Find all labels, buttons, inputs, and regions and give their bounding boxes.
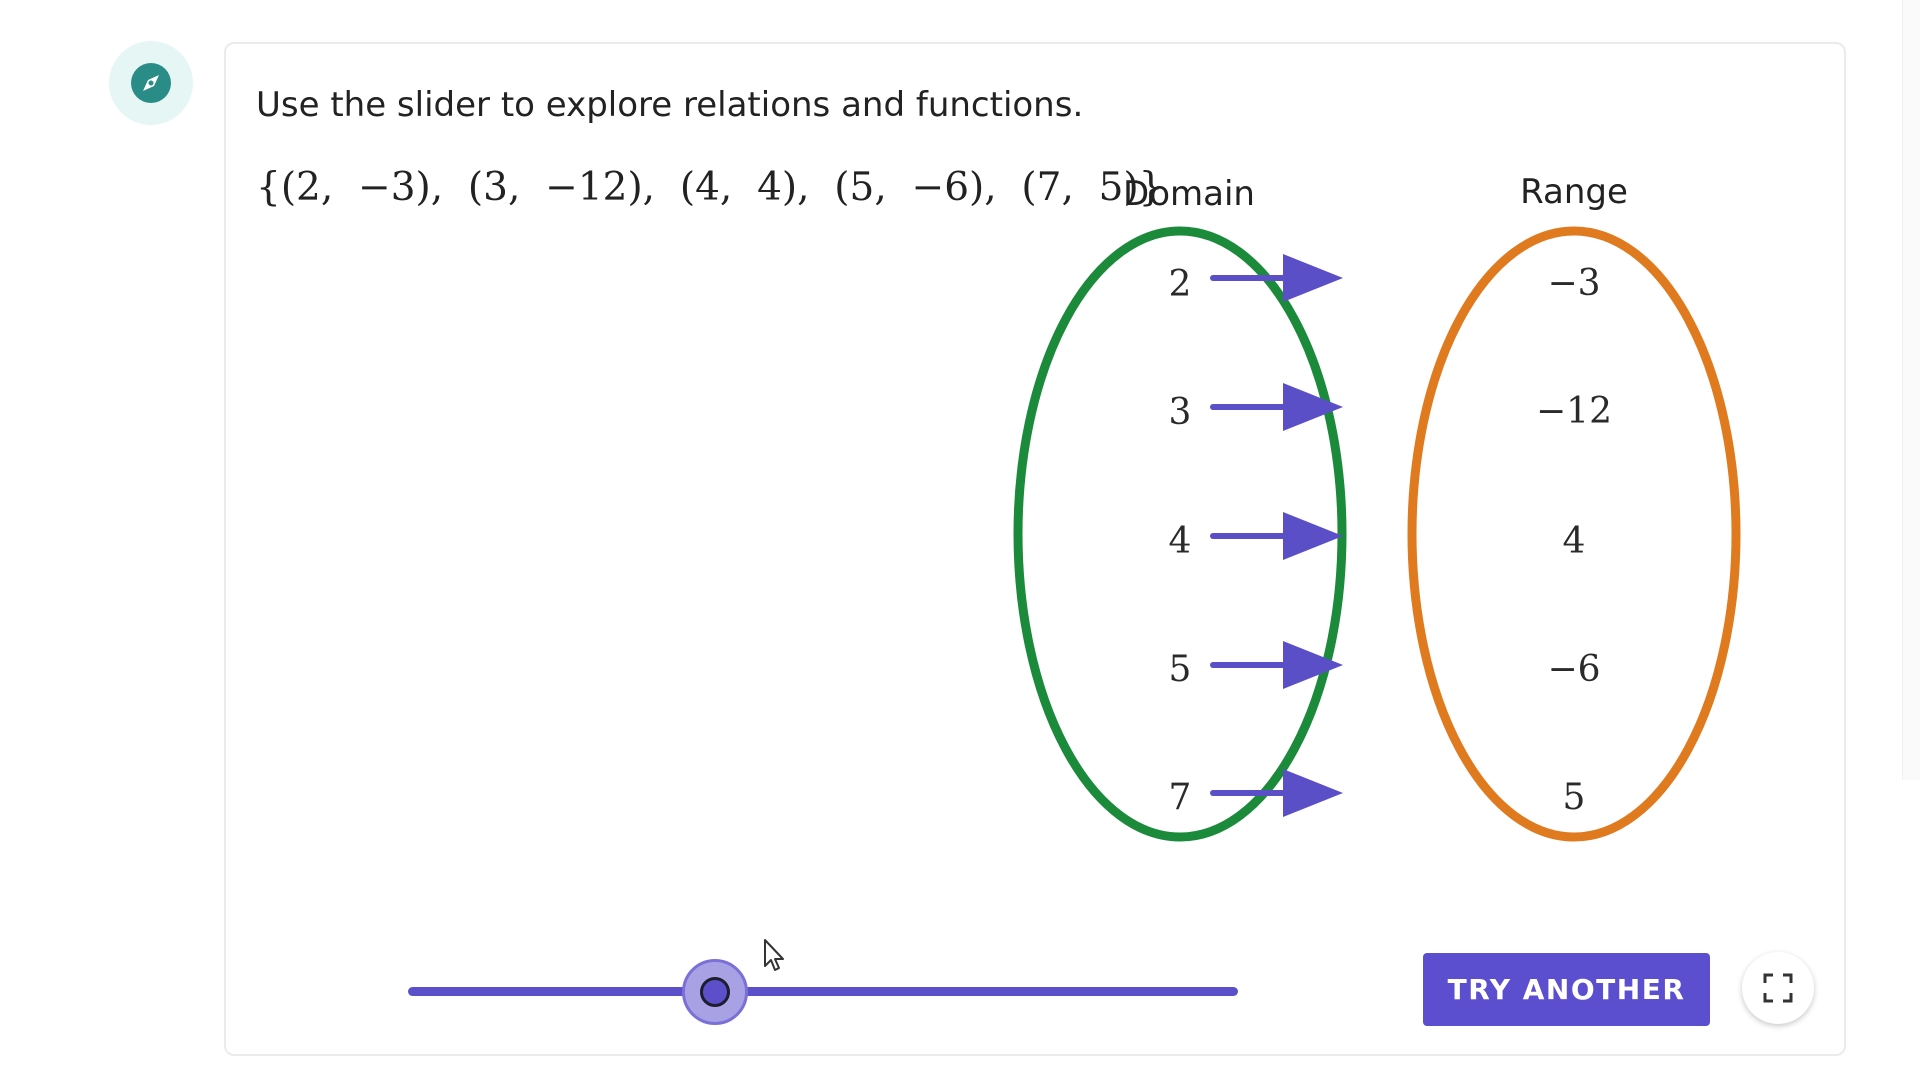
range-value: −12 [1536,391,1612,432]
instructions-text: Use the slider to explore relations and … [256,85,1084,125]
right-scroll-rail [1902,0,1920,780]
mouse-cursor-icon [764,939,784,971]
domain-value: 4 [1169,521,1192,562]
slider-thumb-core [700,977,731,1007]
domain-value: 5 [1169,649,1192,690]
slider-track[interactable] [408,987,1238,996]
slider-thumb[interactable] [682,959,749,1025]
range-value: −6 [1547,649,1600,690]
range-value: 5 [1563,777,1586,818]
domain-value: 2 [1169,264,1192,305]
domain-heading: Domain [1123,174,1255,214]
range-value: 4 [1563,521,1586,562]
explore-badge [109,41,193,125]
activity-card [224,42,1846,1056]
domain-value: 3 [1169,392,1192,433]
range-value: −3 [1547,263,1600,304]
domain-value: 7 [1169,777,1192,818]
compass-icon [131,63,171,103]
range-oval [1407,226,1741,842]
range-values: −3 −12 4 −6 5 [1536,263,1612,818]
try-another-button[interactable]: TRY ANOTHER [1423,953,1710,1026]
relation-set: {(2, −3), (3, −12), (4, 4), (5, −6), (7,… [256,165,1164,210]
range-heading: Range [1520,172,1628,212]
domain-values: 2 3 4 5 7 [1169,264,1192,818]
mapping-arrows [1210,254,1343,817]
fullscreen-button[interactable] [1742,952,1814,1024]
explore-slider[interactable] [408,956,1238,1026]
fullscreen-icon [1763,973,1793,1003]
